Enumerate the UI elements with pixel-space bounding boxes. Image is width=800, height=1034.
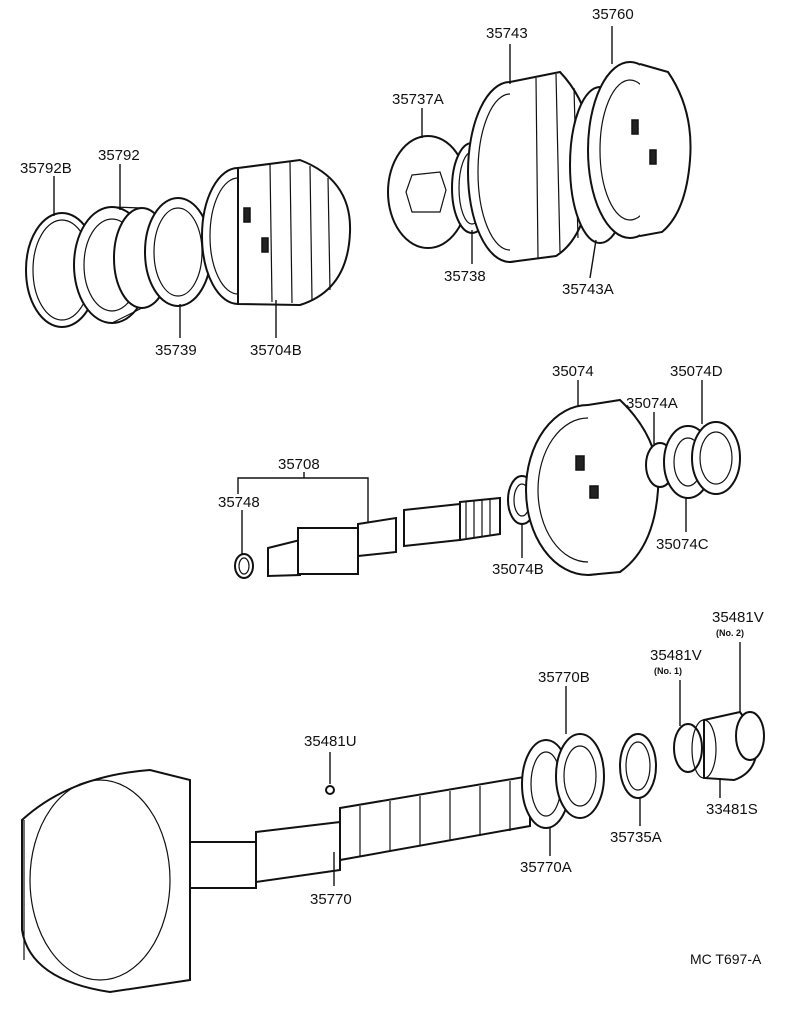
label-35748: 35748: [218, 494, 260, 511]
part-35760-planet-carrier: [587, 61, 692, 239]
label-no2: (No. 2): [716, 628, 744, 638]
label-35792B: 35792B: [20, 160, 72, 177]
part-35770-input-shaft-drum: [21, 768, 531, 994]
label-35743: 35743: [486, 25, 528, 42]
part-35481U-ball: [325, 785, 335, 795]
label-35481V-no2: 35481V: [712, 609, 764, 626]
label-35481U: 35481U: [304, 733, 357, 750]
part-35481V-no1-seal-ring: [673, 723, 703, 773]
leader-lines: [53, 26, 741, 886]
label-35792: 35792: [98, 147, 140, 164]
label-35074C: 35074C: [656, 536, 709, 553]
label-35760: 35760: [592, 6, 634, 23]
label-35708: 35708: [278, 456, 320, 473]
label-35743A: 35743A: [562, 281, 614, 298]
label-35735A: 35735A: [610, 829, 662, 846]
label-35074: 35074: [552, 363, 594, 380]
part-35074-ring-gear: [525, 398, 660, 576]
label-35770A: 35770A: [520, 859, 572, 876]
part-35481V-no2-seal-ring: [735, 711, 765, 761]
label-35739: 35739: [155, 342, 197, 359]
part-35743-clutch-hub: [467, 70, 594, 263]
part-35735A-snap-ring: [619, 733, 657, 799]
label-35074D: 35074D: [670, 363, 723, 380]
label-no1: (No. 1): [654, 666, 682, 676]
label-35737A: 35737A: [392, 91, 444, 108]
part-35739-washer: [144, 197, 212, 307]
label-35481V-no1: 35481V: [650, 647, 702, 664]
diagram-code: MC T697-A: [690, 951, 762, 967]
label-35770B: 35770B: [538, 669, 590, 686]
part-35770B-race: [555, 733, 605, 819]
part-35748-seal-ring: [234, 553, 254, 579]
label-35704B: 35704B: [250, 342, 302, 359]
part-35708-intermediate-shaft: [267, 496, 501, 578]
label-35074A: 35074A: [626, 395, 678, 412]
label-35738: 35738: [444, 268, 486, 285]
part-35074D-bearing: [691, 421, 741, 495]
label-35770: 35770: [310, 891, 352, 908]
label-35074B: 35074B: [492, 561, 544, 578]
part-35704B-sun-gear-drum: [201, 158, 352, 307]
label-33481S: 33481S: [706, 801, 758, 818]
